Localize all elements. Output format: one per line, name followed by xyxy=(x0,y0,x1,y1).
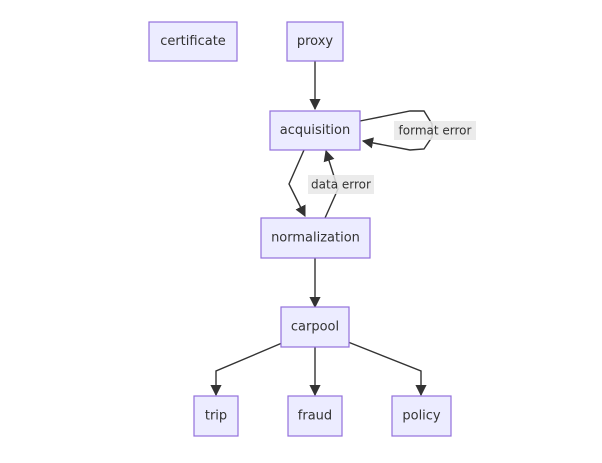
node-proxy[interactable]: proxy xyxy=(286,21,344,62)
node-policy[interactable]: policy xyxy=(391,395,452,437)
edge-label-data-error-text: data error xyxy=(311,178,371,192)
node-carpool-label: carpool xyxy=(291,320,339,335)
edge-labels: format error data error xyxy=(308,121,476,194)
node-trip[interactable]: trip xyxy=(193,395,239,437)
edge-acquisition-to-normalization xyxy=(288,149,306,218)
node-carpool[interactable]: carpool xyxy=(280,306,350,348)
node-certificate[interactable]: certificate xyxy=(148,21,238,62)
node-normalization[interactable]: normalization xyxy=(260,217,371,259)
edge-carpool-to-policy xyxy=(347,341,427,397)
node-fraud[interactable]: fraud xyxy=(287,395,343,437)
node-trip-label: trip xyxy=(205,409,227,424)
edge-carpool-to-trip xyxy=(210,342,283,397)
node-normalization-label: normalization xyxy=(271,231,360,246)
node-certificate-label: certificate xyxy=(160,34,226,49)
edge-label-format-error-text: format error xyxy=(399,124,472,138)
edge-label-format-error: format error xyxy=(394,121,476,140)
node-acquisition-label: acquisition xyxy=(280,123,351,138)
node-proxy-label: proxy xyxy=(297,34,334,49)
node-acquisition[interactable]: acquisition xyxy=(269,110,361,151)
nodes: certificate proxy acquisition normalizat… xyxy=(148,21,452,437)
edge-label-data-error: data error xyxy=(308,175,374,194)
edges xyxy=(210,61,433,397)
node-policy-label: policy xyxy=(402,409,441,424)
node-fraud-label: fraud xyxy=(298,409,332,424)
